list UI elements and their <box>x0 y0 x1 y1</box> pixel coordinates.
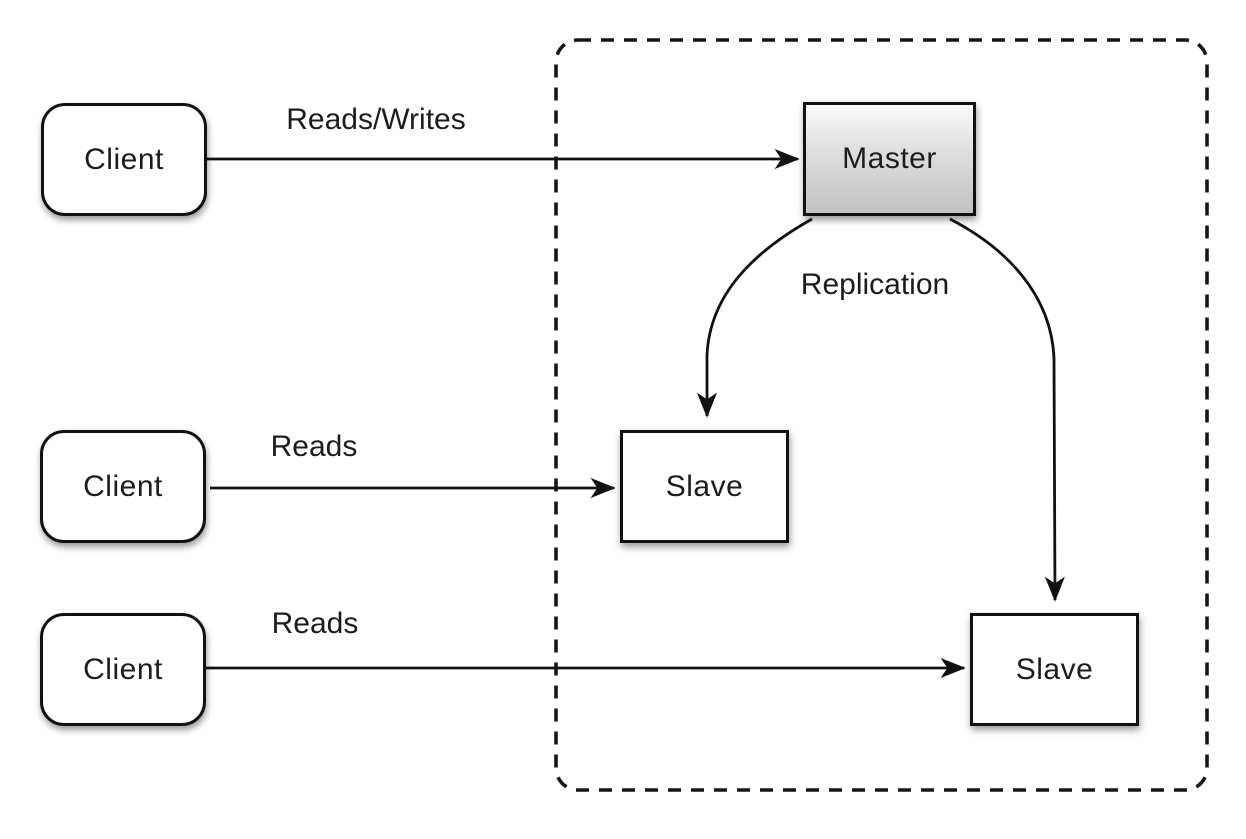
reads-label-middle: Reads <box>270 430 358 463</box>
client-node-1-label: Client <box>84 142 164 176</box>
slave-node-2-label: Slave <box>1015 652 1094 686</box>
client-node-1: Client <box>41 103 207 216</box>
slave-node-1-label: Slave <box>665 469 744 503</box>
server-cluster-dashed-border <box>554 38 1209 792</box>
reads-label-bottom: Reads <box>271 607 359 640</box>
master-node: Master <box>803 102 976 216</box>
slave-node-1: Slave <box>620 430 789 543</box>
slave-node-2: Slave <box>970 613 1139 726</box>
client-node-2: Client <box>40 430 206 543</box>
replication-arrow-left <box>696 217 813 418</box>
replication-label: Replication <box>800 268 950 301</box>
reads-writes-label: Reads/Writes <box>286 103 466 136</box>
client-node-3: Client <box>40 613 206 726</box>
replication-arrow-right <box>949 217 1065 602</box>
client-node-3-label: Client <box>83 652 163 686</box>
master-node-label: Master <box>842 142 937 175</box>
client-node-2-label: Client <box>83 469 163 503</box>
